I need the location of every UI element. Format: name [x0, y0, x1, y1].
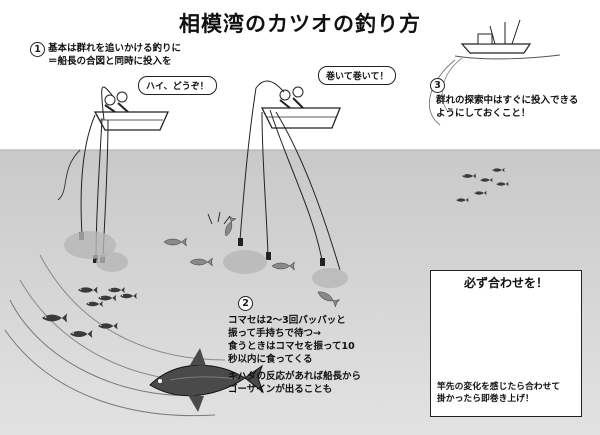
line-drifting: [57, 149, 81, 201]
step3-line-2: ようにしておくこと！: [436, 108, 531, 119]
step1-note: 基本は群れを追いかける釣りに ＝船長の合図と同時に投入を: [48, 42, 181, 68]
panel-line-1: 竿先の変化を感じたら合わせて: [437, 382, 561, 392]
hookset-tip-panel: 必ず合わせを！ 竿先の変化を感じたら合わせて 掛かったら即巻き上げ！: [430, 270, 582, 417]
chum-cloud-3: [223, 250, 267, 274]
motion-marks: [207, 211, 231, 225]
step1-number-badge: 1: [30, 42, 45, 57]
panel-line-2: 掛かったら即巻き上げ！: [437, 394, 534, 404]
step2-line-1: コマセは2〜3回パッパッと: [228, 315, 346, 326]
chum-cloud-4: [312, 268, 348, 288]
step2-speech-bubble: 巻いて巻いて！: [318, 66, 397, 85]
step1-line-2: ＝船長の合図と同時に投入を: [48, 56, 172, 67]
step1-speech-bubble: ハイ、どうぞ！: [138, 76, 217, 95]
chum-cloud-1: [64, 231, 116, 259]
chum-cloud-2: [96, 252, 128, 272]
step3-number-badge: 3: [430, 78, 445, 93]
boat-2-drawing: [238, 80, 341, 271]
step2-note: コマセは2〜3回パッパッと 振って手持ちで待つ→ 食うときはコマセを振って10 …: [228, 314, 361, 396]
page-title: 相模湾のカツオの釣り方: [179, 12, 421, 36]
step1-line-1: 基本は群れを追いかける釣りに: [48, 43, 182, 54]
panel-title: 必ず合わせを！: [463, 276, 548, 290]
step2-line-6: ゴーサインが出ることも: [228, 384, 333, 395]
panel-text: 竿先の変化を感じたら合わせて 掛かったら即巻き上げ！: [437, 381, 560, 405]
step3-note: 群れの探索中はすぐに投入できる ようにしておくこと！: [436, 94, 578, 120]
step2-number-badge: 2: [238, 296, 253, 311]
step2-line-5: キハダの反応があれば船長から: [228, 371, 362, 382]
step2-line-4: 秒以内に食ってくる: [228, 354, 313, 365]
step2-line-3: 食うときはコマセを振って10: [228, 341, 355, 352]
current-swirl-4: [4, 329, 216, 417]
step3-line-1: 群れの探索中はすぐに投入できる: [436, 95, 579, 106]
distant-boat-drawing: [428, 19, 561, 126]
step2-line-2: 振って手持ちで待つ→: [228, 328, 321, 339]
current-swirl-1: [9, 299, 201, 396]
yellowfin-tuna-drawing: [149, 348, 265, 412]
